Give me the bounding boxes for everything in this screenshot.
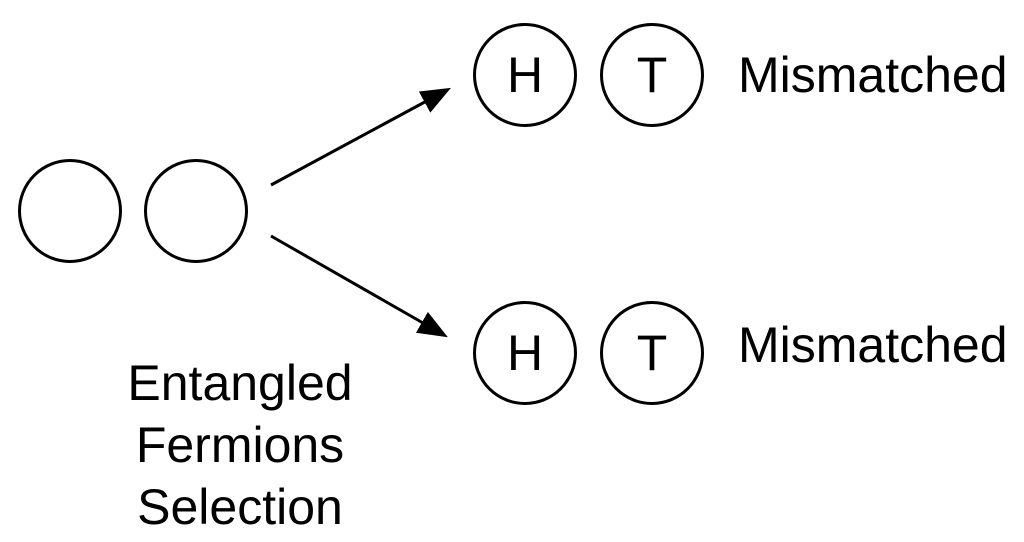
coin-circle-h-lower: H	[473, 301, 577, 405]
source-caption-line-2: Fermions	[135, 417, 345, 473]
coin-circle-h-upper: H	[473, 23, 577, 127]
source-fermion-circle-right	[144, 159, 248, 263]
mismatched-label-upper: Mismatched	[738, 47, 1008, 103]
mismatched-label-lower: Mismatched	[738, 317, 1008, 373]
coin-letter-h-upper: H	[506, 47, 544, 103]
coin-letter-t-lower: T	[636, 325, 668, 381]
arrow-to-upper-outcome	[270, 87, 451, 187]
coin-letter-h-lower: H	[506, 325, 544, 381]
source-caption: Entangled Fermions Selection	[60, 352, 420, 538]
coin-circle-t-upper: T	[600, 23, 704, 127]
coin-letter-t-upper: T	[636, 47, 668, 103]
arrow-to-lower-outcome	[270, 234, 448, 338]
source-caption-line-3: Selection	[137, 479, 343, 535]
source-fermion-circle-left	[18, 159, 122, 263]
source-caption-line-1: Entangled	[127, 355, 353, 411]
coin-circle-t-lower: T	[600, 301, 704, 405]
